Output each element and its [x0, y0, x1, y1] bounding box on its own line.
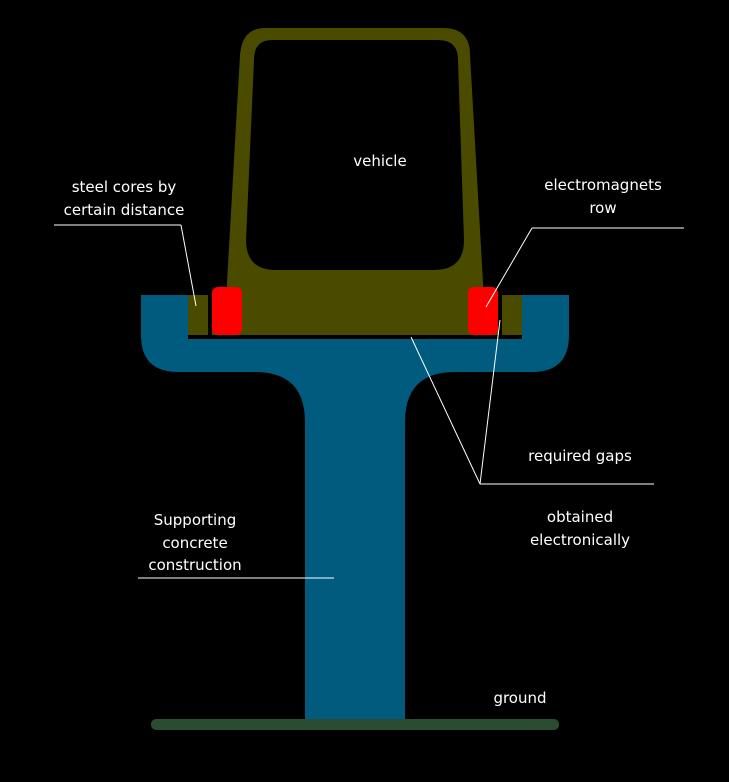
right-gap-slot	[498, 295, 502, 335]
left-gap-slot	[208, 295, 212, 335]
steel-cores-label-line1: steel cores by	[72, 178, 177, 196]
gaps-leader-side	[479, 319, 501, 485]
support-label-line2: concrete	[162, 534, 227, 552]
support-structure	[141, 295, 569, 722]
electromagnets-label-line1: electromagnets	[544, 176, 662, 194]
vehicle-label: vehicle	[353, 152, 406, 170]
bottom-gap	[188, 335, 522, 339]
ground-bar	[151, 719, 559, 730]
vehicle-undercarriage	[188, 295, 522, 335]
support-label-line3: construction	[148, 556, 241, 574]
support-label-line1: Supporting	[154, 511, 237, 529]
obtained-label-line1: obtained	[547, 508, 613, 526]
required-gaps-label: required gaps	[528, 447, 632, 465]
vehicle-interior	[246, 40, 464, 270]
steel-cores-leader	[180, 224, 197, 307]
obtained-label-line2: electronically	[530, 531, 630, 549]
steel-cores-label-line2: certain distance	[64, 201, 185, 219]
left-electromagnet	[212, 287, 242, 335]
leader-lines	[54, 224, 684, 579]
electromagnets-label-line2: row	[589, 199, 616, 217]
ground-label: ground	[493, 689, 546, 707]
electromagnets-leader	[485, 227, 533, 308]
gaps-leader-bottom	[410, 336, 481, 485]
